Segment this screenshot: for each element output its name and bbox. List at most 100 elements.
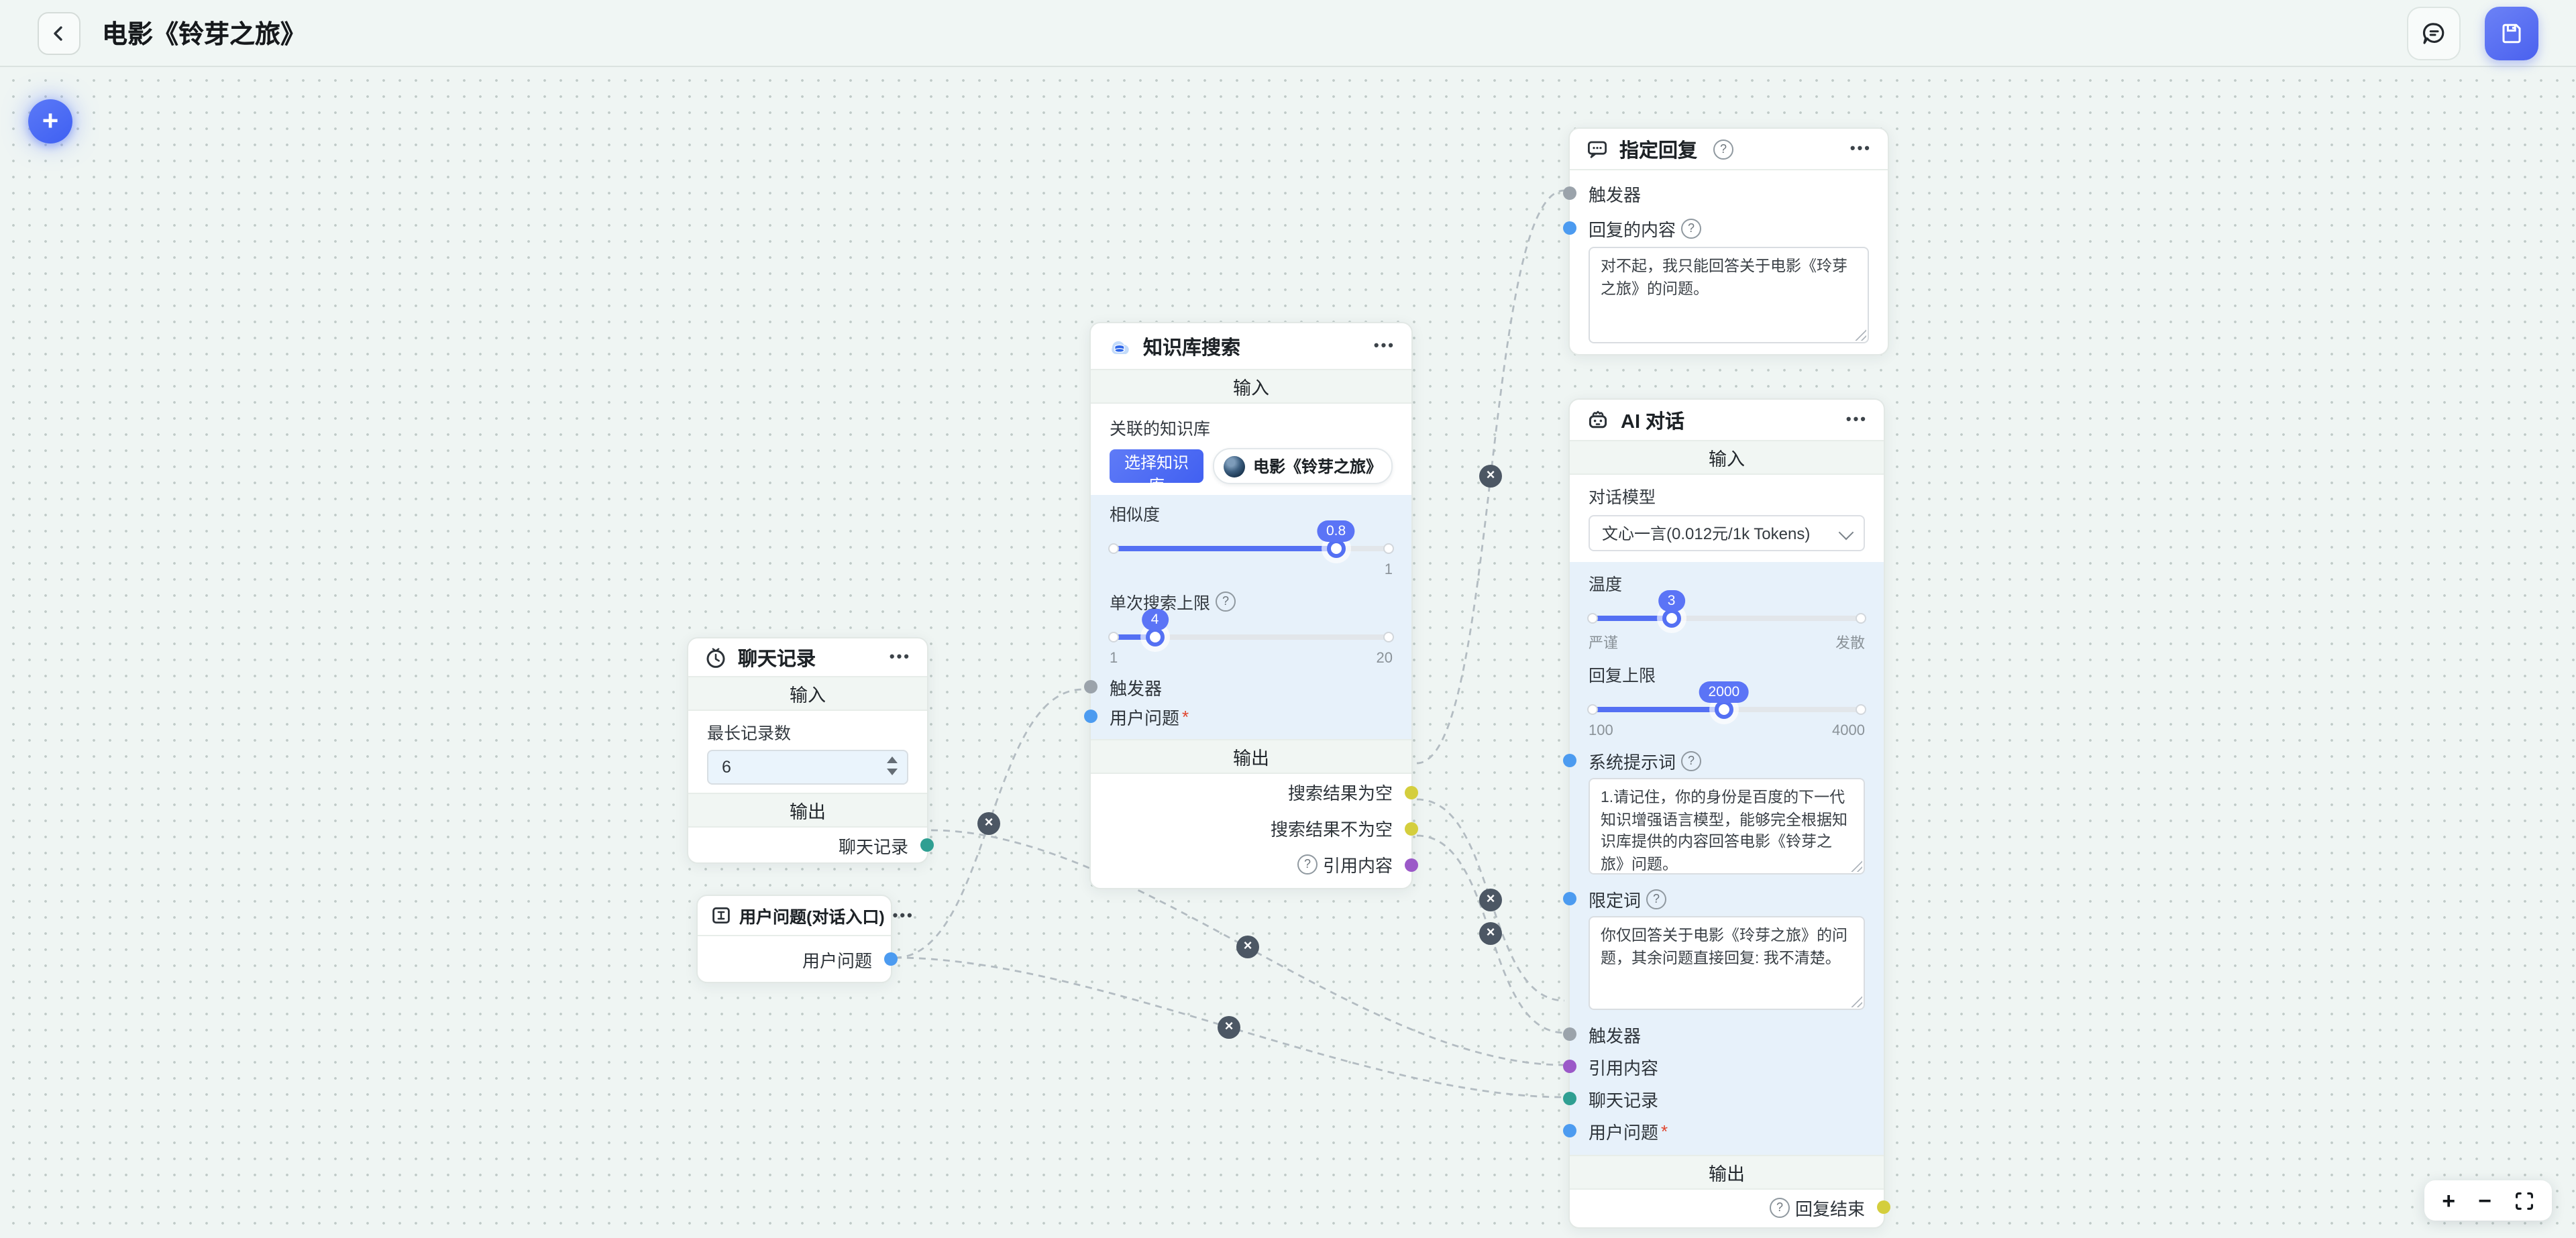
node-header[interactable]: AI 对话 ••• <box>1570 400 1884 440</box>
max-records-input[interactable]: 6 <box>707 750 908 785</box>
node-user-question-entry[interactable]: 用户问题(对话入口) ••• 用户问题 <box>696 895 912 983</box>
output-port-ref-content[interactable] <box>1405 858 1418 871</box>
reply-limit-max-label: 4000 <box>1832 723 1865 739</box>
node-knowledge-search[interactable]: 知识库搜索 ••• 输入 关联的知识库 选择知识库 电影《铃芽之旅》 相似度 <box>1084 322 1418 889</box>
port-label: 搜索结果不为空 <box>1270 820 1393 840</box>
output-port-result-not-empty[interactable] <box>1405 822 1418 835</box>
more-menu-icon[interactable]: ••• <box>1849 141 1872 157</box>
node-specified-reply[interactable]: 指定回复 ? ••• 触发器 回复的内容 ? 对不起，我只能回答关于电影《玲芽之… <box>1563 127 1889 355</box>
temperature-slider[interactable]: 3 <box>1587 590 1866 628</box>
reply-content-textarea[interactable]: 对不起，我只能回答关于电影《玲芽之旅》的问题。 <box>1589 247 1869 343</box>
input-port-system-prompt[interactable] <box>1563 754 1576 767</box>
node-header[interactable]: 用户问题(对话入口) ••• <box>698 896 912 936</box>
reply-limit-slider[interactable]: 2000 <box>1587 681 1866 719</box>
search-limit-slider[interactable]: 4 <box>1108 609 1394 646</box>
fit-view-icon[interactable] <box>2514 1190 2534 1211</box>
output-port-result-empty[interactable] <box>1405 785 1418 799</box>
input-port-user-question[interactable] <box>1084 710 1097 723</box>
help-icon[interactable]: ? <box>1681 218 1702 238</box>
node-header[interactable]: 指定回复 ? ••• <box>1570 129 1888 169</box>
model-select[interactable]: 文心一言(0.012元/1k Tokens) <box>1589 515 1865 551</box>
help-icon[interactable]: ? <box>1713 139 1733 159</box>
delete-edge-button[interactable]: × <box>977 812 1000 835</box>
kb-chip[interactable]: 电影《铃芽之旅》 <box>1212 448 1393 484</box>
help-icon[interactable]: ? <box>1297 854 1318 875</box>
max-records-value: 6 <box>722 758 731 777</box>
input-port-content[interactable] <box>1563 221 1576 235</box>
more-menu-icon[interactable]: ••• <box>1845 412 1868 428</box>
workflow-canvas[interactable]: × × × × × × + 指定回复 ? ••• 触发器 回复的内容 <box>0 67 2576 1238</box>
search-limit-label: 单次搜索上限? <box>1091 589 1411 614</box>
more-menu-icon[interactable]: ••• <box>1373 338 1395 354</box>
port-row-system-prompt: 系统提示词 ? <box>1563 747 1884 774</box>
select-kb-button[interactable]: 选择知识库 <box>1110 449 1203 495</box>
help-icon[interactable]: ? <box>1681 750 1702 771</box>
save-button[interactable] <box>2485 6 2538 60</box>
temp-max-label: 发散 <box>1835 636 1865 652</box>
similarity-slider[interactable]: 0.8 <box>1108 520 1394 558</box>
zoom-out-icon[interactable]: − <box>2478 1188 2491 1213</box>
resize-handle[interactable] <box>1854 329 1866 341</box>
node-header[interactable]: 知识库搜索 ••• <box>1091 323 1411 369</box>
preview-chat-button[interactable] <box>2407 6 2461 60</box>
max-records-label: 最长记录数 <box>707 724 792 743</box>
help-icon[interactable]: ? <box>1216 592 1236 612</box>
input-section-bar: 输入 <box>1570 440 1884 475</box>
slider-track[interactable] <box>1589 616 1865 620</box>
delete-edge-button[interactable]: × <box>1218 1016 1240 1039</box>
delete-edge-button[interactable]: × <box>1479 922 1502 945</box>
port-label: 系统提示词 <box>1589 752 1676 772</box>
more-menu-icon[interactable]: ••• <box>889 649 911 665</box>
port-label: 回复结束 <box>1794 1198 1865 1219</box>
port-row-user-question-out: 用户问题 <box>698 936 898 982</box>
chat-bubble-icon <box>2422 22 2445 44</box>
output-port-chat-history[interactable] <box>920 838 934 852</box>
input-port-trigger[interactable] <box>1563 186 1576 200</box>
node-ai-chat[interactable]: AI 对话 ••• 输入 对话模型 文心一言(0.012元/1k Tokens)… <box>1563 398 1890 1229</box>
slider-track[interactable] <box>1110 634 1393 639</box>
slider-value-badge: 4 <box>1141 609 1169 630</box>
output-port-reply-done[interactable] <box>1877 1200 1890 1214</box>
help-icon[interactable]: ? <box>1769 1197 1790 1217</box>
port-row-ref-content: ? 引用内容 <box>1091 846 1418 883</box>
node-chat-history[interactable]: 聊天记录 ••• 输入 最长记录数 6 输出 聊天记录 <box>687 637 934 864</box>
robot-icon <box>1589 410 1607 429</box>
port-row-trigger: 触发器 <box>1563 1018 1884 1050</box>
stepper-up-icon[interactable] <box>887 756 898 763</box>
input-port-trigger[interactable] <box>1563 1027 1576 1041</box>
chevron-down-icon <box>1838 524 1854 541</box>
system-prompt-textarea[interactable]: 1.请记住，你的身份是百度的下一代知识增强语言模型，能够完全根据知识库提供的内容… <box>1589 778 1865 875</box>
output-section-bar: 输出 <box>1570 1155 1884 1190</box>
temperature-label: 温度 <box>1589 575 1623 594</box>
input-port-qualifier[interactable] <box>1563 892 1576 905</box>
port-row-content: 回复的内容 ? <box>1563 213 1888 243</box>
more-menu-icon[interactable]: ••• <box>892 907 914 923</box>
help-icon[interactable]: ? <box>1646 889 1667 909</box>
add-node-button[interactable]: + <box>28 99 72 144</box>
port-row-chat-history-out: 聊天记录 <box>688 828 934 862</box>
output-port-user-question[interactable] <box>884 952 898 966</box>
port-row-reply-done: ? 回复结束 <box>1570 1190 1890 1225</box>
delete-edge-button[interactable]: × <box>1479 889 1502 911</box>
stepper-down-icon[interactable] <box>887 769 898 775</box>
zoom-in-icon[interactable]: + <box>2442 1188 2456 1213</box>
qualifier-textarea[interactable]: 你仅回答关于电影《玲芽之旅》的问题，其余问题直接回复: 我不清楚。 <box>1589 916 1865 1010</box>
port-label: 触发器 <box>1589 1025 1642 1046</box>
delete-edge-button[interactable]: × <box>1236 936 1259 958</box>
port-row-user-question: 用户问题* <box>1563 1115 1884 1147</box>
delete-edge-button[interactable]: × <box>1479 465 1502 488</box>
node-header[interactable]: 聊天记录 ••• <box>688 638 927 676</box>
resize-handle[interactable] <box>1850 860 1862 872</box>
port-row-qualifier: 限定词 ? <box>1563 885 1884 912</box>
clock-icon <box>706 647 725 667</box>
input-port-ref-content[interactable] <box>1563 1060 1576 1073</box>
back-button[interactable] <box>38 11 80 54</box>
port-label: 用户问题 <box>802 950 872 970</box>
port-row-result-not-empty: 搜索结果不为空 <box>1091 810 1418 846</box>
resize-handle[interactable] <box>1850 995 1862 1007</box>
input-port-trigger[interactable] <box>1084 680 1097 693</box>
input-port-chat-history[interactable] <box>1563 1092 1576 1105</box>
reply-limit-min-label: 100 <box>1589 723 1613 739</box>
zoom-controls: + − <box>2424 1180 2552 1221</box>
input-port-user-question[interactable] <box>1563 1124 1576 1137</box>
